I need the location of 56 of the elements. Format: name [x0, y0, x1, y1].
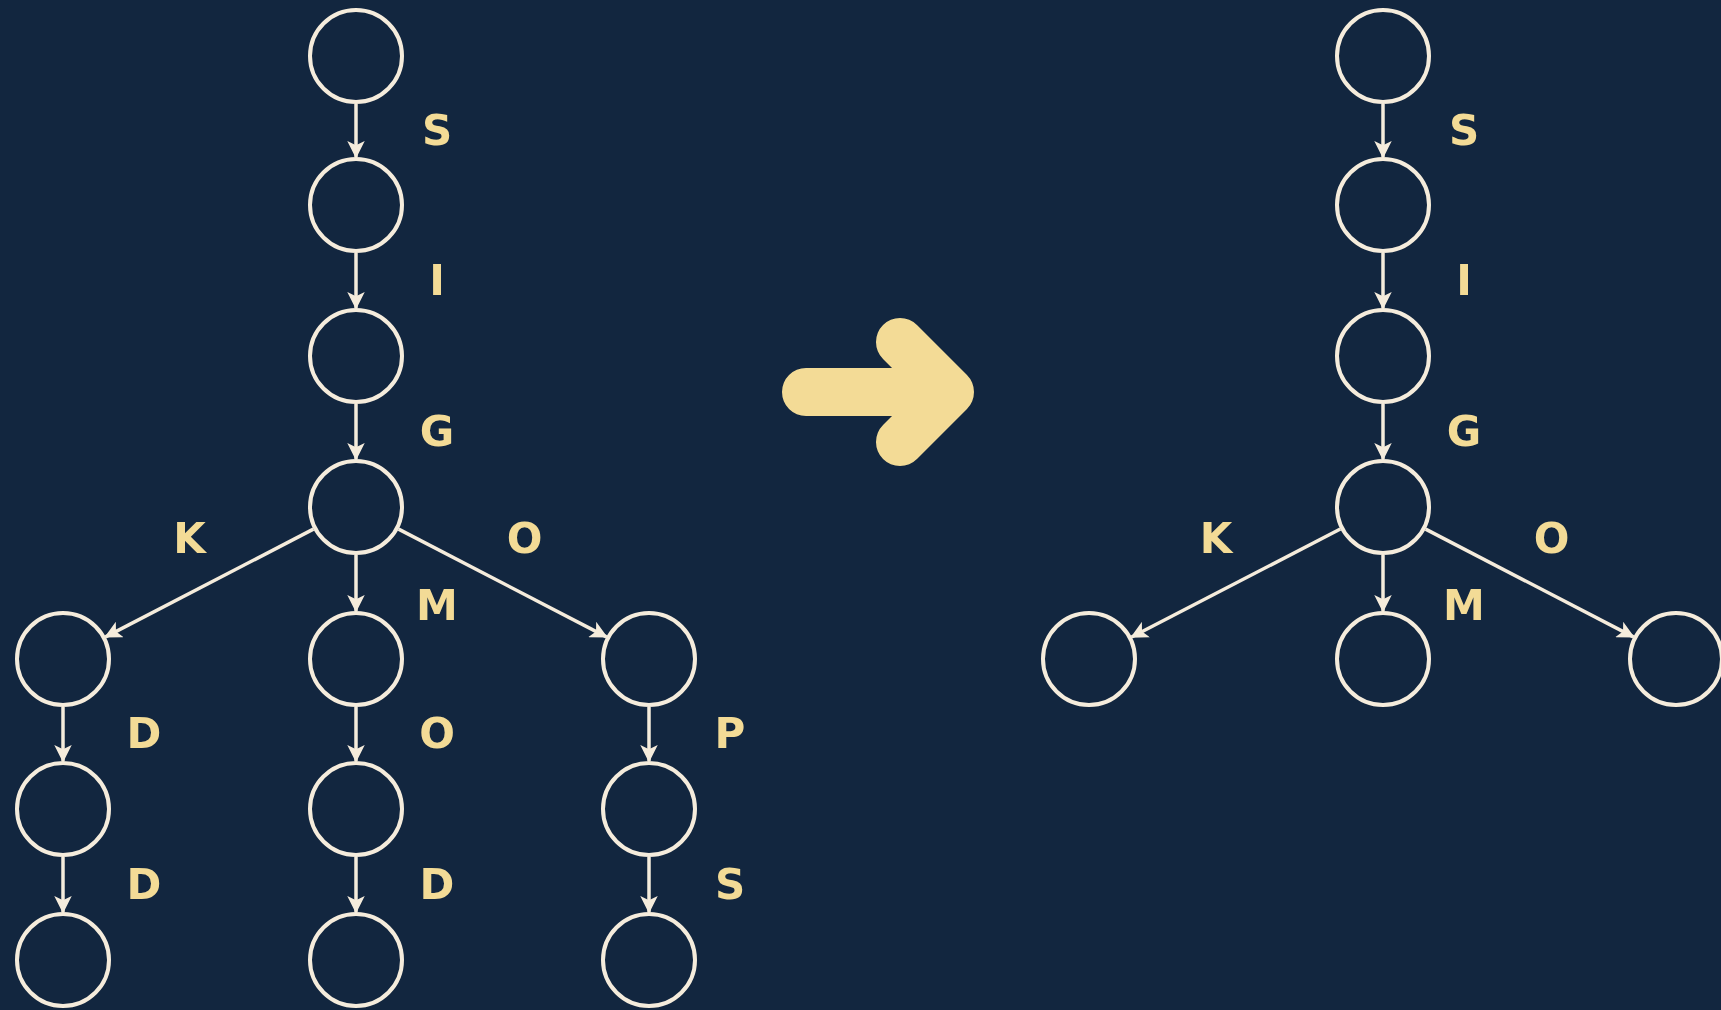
arrow: [1374, 404, 1392, 461]
arrow: [1374, 253, 1392, 310]
edge-label: G: [1446, 410, 1482, 453]
circle-node: [308, 8, 404, 104]
arrow: [1374, 555, 1392, 613]
edge-label: I: [1456, 259, 1472, 302]
circle-node: [308, 157, 404, 253]
edge-label: I: [429, 259, 445, 302]
edge-label: O: [506, 518, 543, 560]
edge-label: M: [1443, 585, 1485, 627]
arrow: [54, 857, 72, 914]
arrow: [1374, 104, 1392, 159]
arrow: [640, 857, 658, 914]
arrow: [347, 404, 365, 461]
edge-label: D: [419, 863, 455, 906]
circle-node: [308, 912, 404, 1008]
edge-label: S: [421, 109, 453, 152]
edge-label: D: [126, 713, 162, 755]
arrow: [54, 707, 72, 763]
circle-node: [1628, 611, 1721, 707]
arrow: [347, 104, 365, 159]
edge-label: O: [419, 713, 455, 755]
circle-node: [308, 761, 404, 857]
circle-node: [308, 611, 404, 707]
circle-node: [1335, 308, 1431, 404]
edge-label: K: [173, 518, 206, 560]
circle-node: [1335, 8, 1431, 104]
circle-node: [601, 912, 697, 1008]
edge-label: P: [714, 713, 746, 755]
edge-label: M: [416, 585, 458, 627]
edge-label: O: [1533, 518, 1570, 560]
edge-label: G: [419, 410, 455, 453]
edge-label: D: [126, 863, 162, 906]
arrow: [347, 253, 365, 310]
arrow: [1130, 527, 1342, 639]
arrow: [1424, 527, 1635, 639]
arrow: [397, 527, 608, 639]
arrow: [104, 527, 315, 639]
arrow: [347, 707, 365, 763]
arrow: [640, 707, 658, 763]
circle-node: [308, 308, 404, 404]
edge-label: S: [714, 863, 746, 906]
circle-node: [1335, 157, 1431, 253]
circle-node: [1335, 459, 1431, 555]
circle-node: [1041, 611, 1137, 707]
circle-node: [15, 761, 111, 857]
edge-label: K: [1199, 518, 1233, 560]
circle-node: [1335, 611, 1431, 707]
circle-node: [15, 611, 111, 707]
circle-node: [15, 912, 111, 1008]
circle-node: [601, 761, 697, 857]
arrow: [347, 555, 365, 613]
arrow: [347, 857, 365, 914]
edge-label: S: [1448, 109, 1480, 152]
circle-node: [308, 459, 404, 555]
circle-node: [601, 611, 697, 707]
